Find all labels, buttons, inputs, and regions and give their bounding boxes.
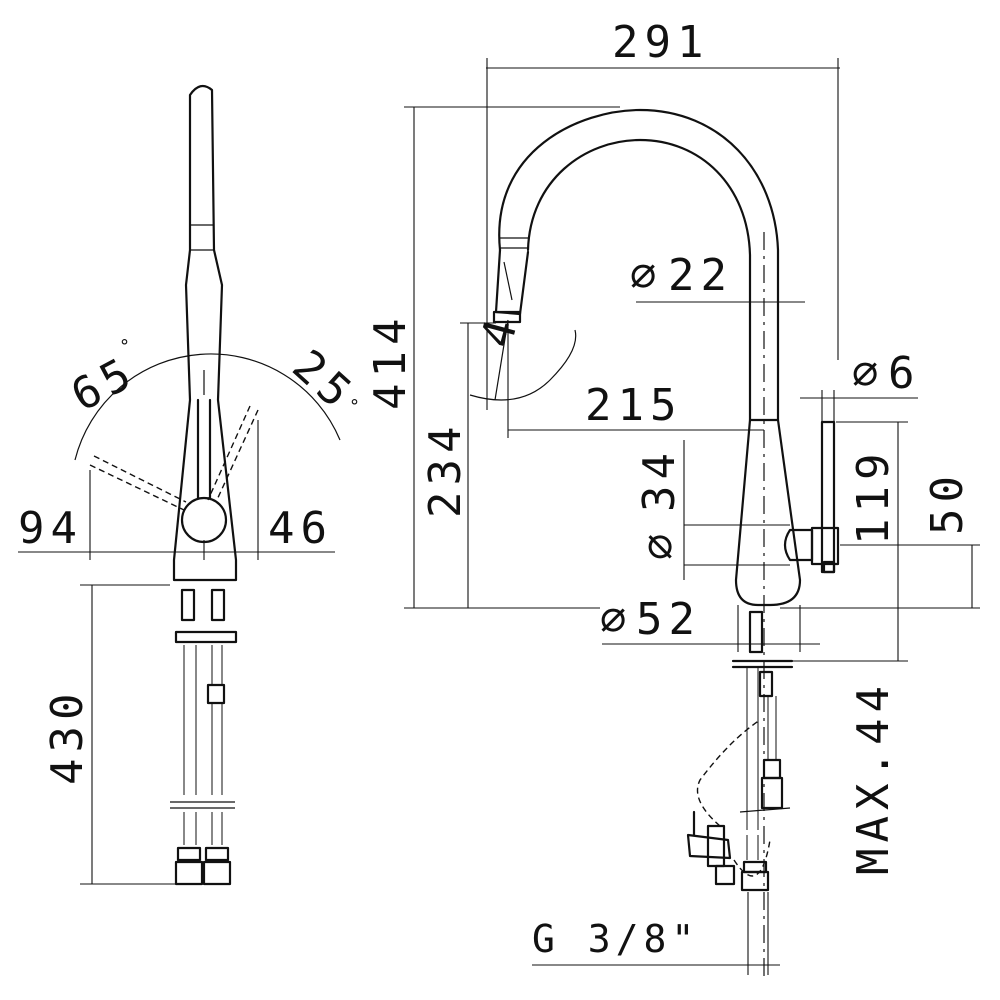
dim-215-label: 215	[585, 380, 682, 431]
diameter-icon: ⌀	[630, 250, 663, 301]
dim-max44-label: MAX.44	[848, 680, 899, 875]
dim-234-label: 234	[420, 421, 471, 518]
thread-label: G 3/8"	[532, 917, 699, 961]
degree-icon: °	[120, 336, 129, 357]
diameter-icon: ⌀	[852, 348, 885, 399]
degree-icon: °	[350, 396, 359, 417]
dim-46-label: 46	[268, 503, 333, 554]
angle-65-label: 65	[63, 346, 144, 422]
dim-50-label: 50	[922, 470, 973, 535]
dim-22-label: 22	[668, 250, 733, 301]
dim-430-label: 430	[42, 688, 93, 785]
side-view	[18, 84, 341, 886]
dim-52-label: 52	[636, 594, 701, 645]
dim-94-label: 94	[18, 503, 83, 554]
diameter-icon: ⌀	[600, 594, 633, 645]
hose-right	[211, 645, 223, 845]
diameter-icon: ⌀	[634, 528, 685, 561]
dim-34-label: 34	[634, 447, 685, 512]
front-view	[404, 58, 980, 980]
dim-414-label: 414	[365, 313, 416, 410]
hose-left	[183, 645, 197, 845]
dim-291-label: 291	[612, 17, 709, 68]
dim-6-label: 6	[888, 348, 921, 399]
dim-119-label: 119	[848, 448, 899, 545]
